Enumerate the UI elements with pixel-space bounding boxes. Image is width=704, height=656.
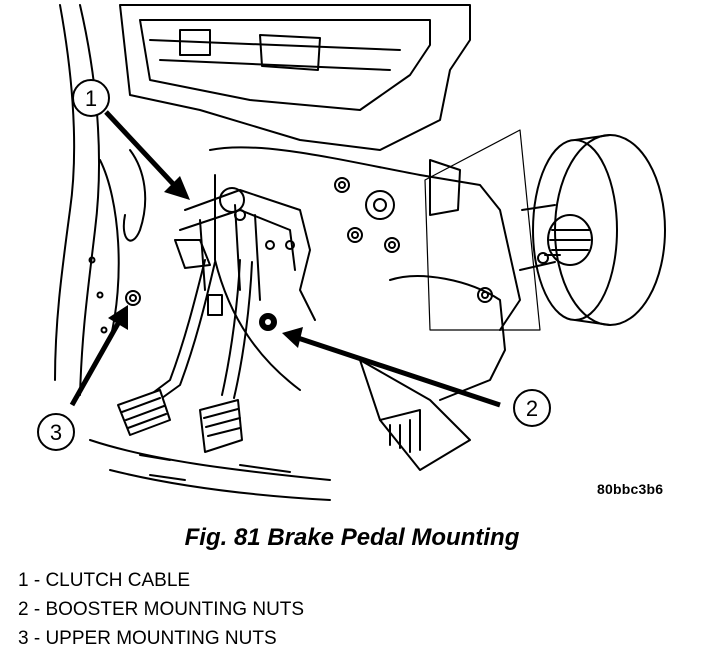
brake-pedal bbox=[199, 259, 253, 453]
firewall bbox=[209, 146, 521, 401]
callout-3: 3 bbox=[37, 413, 75, 451]
pedal-support-bracket bbox=[174, 187, 316, 321]
arrow-to-upper-nuts bbox=[69, 318, 123, 407]
arrowhead-booster-nuts bbox=[282, 327, 303, 348]
floor-pan bbox=[89, 359, 471, 501]
callout-number: 1 bbox=[85, 86, 97, 111]
callout-number: 2 bbox=[526, 396, 538, 421]
arrow-to-clutch-cable bbox=[104, 110, 178, 189]
cowl-panel bbox=[119, 4, 471, 216]
callout-1: 1 bbox=[72, 79, 110, 117]
mounting-nuts bbox=[125, 177, 400, 331]
callout-2: 2 bbox=[513, 389, 551, 427]
arrowhead-clutch-cable bbox=[164, 176, 190, 200]
legend-item-clutch-cable: 1 - CLUTCH CABLE bbox=[18, 570, 191, 591]
callout-number: 3 bbox=[50, 420, 62, 445]
figure-code: 80bbc3b6 bbox=[597, 481, 664, 497]
clutch-pedal bbox=[117, 259, 216, 436]
figure-caption: Fig. 81 Brake Pedal Mounting bbox=[184, 524, 520, 551]
brake-booster bbox=[424, 129, 666, 331]
leader-arrows bbox=[69, 110, 501, 408]
brake-pedal-mounting-illustration: 1 2 3 bbox=[37, 4, 666, 501]
legend-item-upper-mounting-nuts: 3 - UPPER MOUNTING NUTS bbox=[18, 628, 277, 649]
body-side-panel bbox=[54, 4, 147, 396]
legend-item-booster-mounting-nuts: 2 - BOOSTER MOUNTING NUTS bbox=[18, 599, 305, 620]
legend: 1 - CLUTCH CABLE 2 - BOOSTER MOUNTING NU… bbox=[18, 568, 304, 655]
arrow-to-booster-nuts bbox=[297, 335, 501, 408]
arrowhead-upper-nuts bbox=[108, 305, 128, 330]
